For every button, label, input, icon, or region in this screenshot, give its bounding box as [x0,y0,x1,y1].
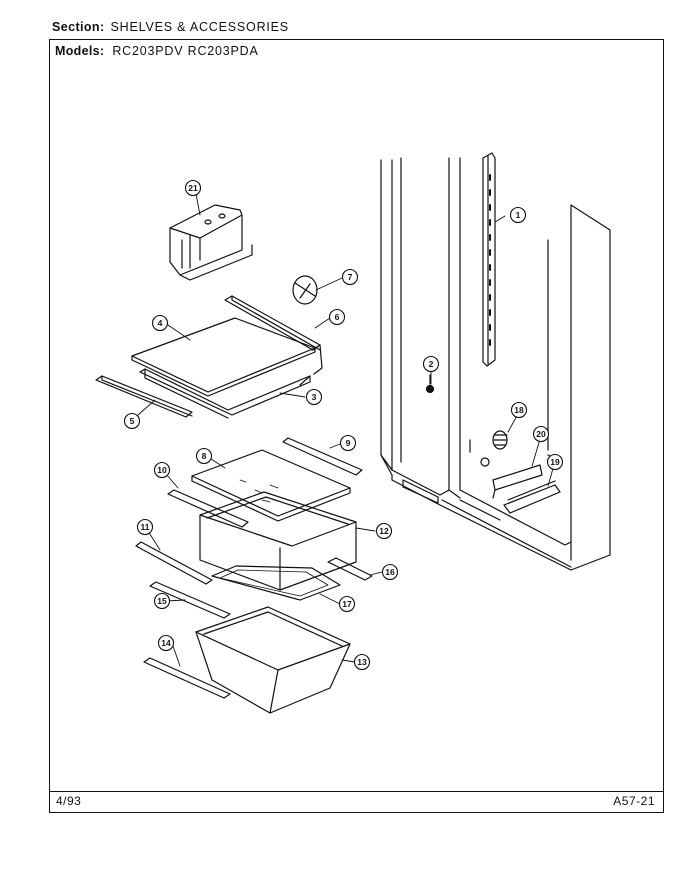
callout-20: 20 [532,425,550,443]
models-value: RC203PDV RC203PDA [112,44,259,58]
callout-12: 12 [375,522,393,540]
page-code: A57-21 [613,794,655,808]
callout-number: 5 [130,416,135,426]
callout-9: 9 [339,434,357,452]
callout-number: 6 [335,312,340,322]
part-5-trim [95,375,193,418]
callout-circle [153,461,171,479]
callout-number: 3 [312,392,317,402]
callout-circle [339,434,357,452]
part-12-crisper-drawer [199,491,357,591]
callout-number: 21 [188,183,198,193]
callout-number: 4 [158,318,163,328]
part-9-trim [282,437,363,476]
callout-circle [123,412,141,430]
callout-number: 20 [536,429,546,439]
callout-circle [381,563,399,581]
part-17-tray [211,565,341,601]
callout-circle [195,447,213,465]
models-label: Models: [55,44,105,58]
callout-11: 11 [136,518,154,536]
callout-number: 12 [379,526,389,536]
part-3-shelf-frame [139,344,323,419]
callout-1: 1 [509,206,527,224]
callout-circle [353,653,371,671]
callout-number: 9 [346,438,351,448]
callout-number: 16 [385,567,395,577]
callout-circle [532,425,550,443]
callout-circle [136,518,154,536]
part-14-rail [143,657,231,699]
callout-number: 10 [157,465,167,475]
diagram-frame: Models: RC203PDV RC203PDA 4/93 A57-21 [49,39,664,813]
part-8-crisper-cover [191,449,351,522]
callout-19: 19 [546,453,564,471]
callout-circle [328,308,346,326]
part-13-pan [195,606,351,714]
callout-number: 13 [357,657,367,667]
callout-circle [157,634,175,652]
callout-circle [509,206,527,224]
callout-14: 14 [157,634,175,652]
callout-number: 14 [161,638,171,648]
callout-number: 18 [514,405,524,415]
callout-10: 10 [153,461,171,479]
callout-17: 17 [338,595,356,613]
callout-number: 19 [550,457,560,467]
callout-circle [510,401,528,419]
part-1-shelf-ladder [482,152,496,367]
callout-6: 6 [328,308,346,326]
callout-5: 5 [123,412,141,430]
callout-number: 7 [348,272,353,282]
callout-circle [151,314,169,332]
models-line: Models: RC203PDV RC203PDA [55,44,259,58]
callout-number: 17 [342,599,352,609]
section-value: SHELVES & ACCESSORIES [110,20,289,34]
callout-circle [341,268,359,286]
callout-circle [305,388,323,406]
part-21-bracket [169,204,253,281]
callout-number: 11 [141,522,150,532]
section-label: Section: [52,20,105,34]
callout-4: 4 [151,314,169,332]
part-19-cover [503,480,561,514]
part-2-screw [425,374,435,394]
callout-circle [546,453,564,471]
callout-2: 2 [422,355,440,373]
footer-bar: 4/93 A57-21 [50,791,663,812]
callout-number: 8 [202,451,207,461]
callout-circle [184,179,202,197]
callout-number: 1 [516,210,521,220]
part-16-rail [327,557,373,581]
leader-lines [137,193,555,667]
callout-number: 2 [429,359,434,369]
part-7-clip [292,275,318,305]
callout-15: 15 [153,592,171,610]
part-10-trim [167,489,249,528]
part-20-bracket [492,464,543,499]
callout-circle [422,355,440,373]
callout-circle [375,522,393,540]
callout-18: 18 [510,401,528,419]
callout-16: 16 [381,563,399,581]
callout-3: 3 [305,388,323,406]
callout-circle [153,592,171,610]
callout-7: 7 [341,268,359,286]
revision-date: 4/93 [56,794,82,808]
part-11-rail [135,541,213,585]
callout-circle [338,595,356,613]
callout-8: 8 [195,447,213,465]
callout-number: 15 [157,596,167,606]
callout-21: 21 [184,179,202,197]
part-15-rail [149,581,231,619]
part-18-socket [480,430,508,467]
callout-13: 13 [353,653,371,671]
section-heading: Section: SHELVES & ACCESSORIES [52,20,289,34]
